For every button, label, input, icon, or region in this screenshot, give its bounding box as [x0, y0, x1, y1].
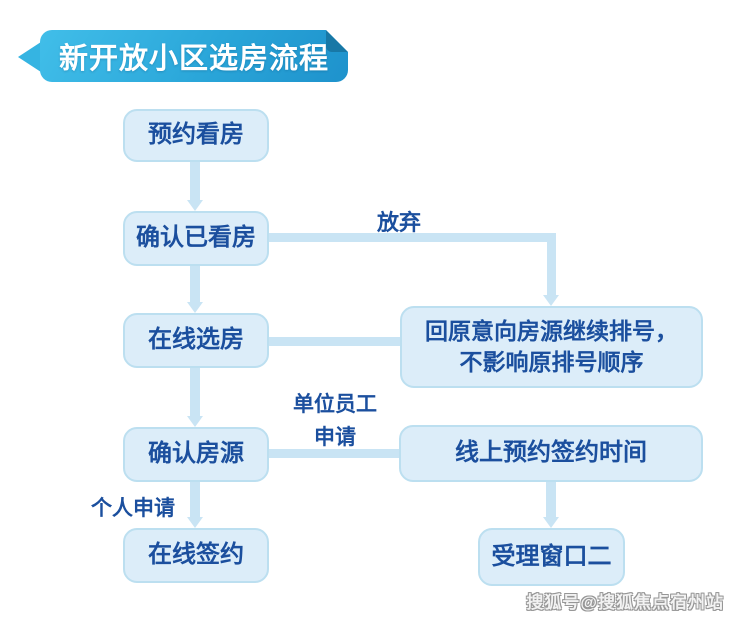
arrow-book-to-confirm: [187, 162, 203, 211]
abandon-arrowhead-icon: [543, 295, 559, 306]
edge-label-employee-line1: 单位员工: [293, 393, 377, 416]
ribbon-fold-icon: [326, 30, 348, 52]
edge-label-abandon: 放弃: [376, 210, 421, 235]
watermark: 搜狐号@搜狐焦点宿州站: [526, 593, 724, 612]
abandon-line-vertical: [547, 233, 556, 295]
node-online-selection: 在线选房: [123, 313, 269, 368]
ribbon-body: 新开放小区选房流程: [40, 30, 348, 82]
page-title: 新开放小区选房流程: [58, 43, 329, 75]
line-listing-to-appointment: [269, 449, 399, 458]
arrow-selection-to-listing: [187, 368, 203, 427]
edge-label-personal: 个人申请: [91, 497, 175, 520]
ribbon-notch-icon: [18, 40, 44, 74]
node-return-queue: 回原意向房源继续排号， 不影响原排号顺序: [400, 306, 703, 388]
node-return-queue-line1: 回原意向房源继续排号，: [425, 317, 678, 344]
node-online-appointment: 线上预约签约时间: [399, 425, 703, 482]
arrow-appointment-to-window: [543, 482, 559, 528]
node-return-queue-line2: 不影响原排号顺序: [459, 349, 644, 375]
node-confirm-viewed: 确认已看房: [123, 211, 269, 266]
node-service-window: 受理窗口二: [478, 528, 625, 586]
line-selection-to-return: [269, 337, 400, 346]
node-book-viewing: 预约看房: [123, 109, 269, 162]
edge-label-employee-line2: 申请: [314, 426, 356, 449]
title-ribbon: 新开放小区选房流程: [18, 30, 348, 82]
node-confirm-listing: 确认房源: [123, 427, 269, 482]
arrow-confirm-to-selection: [187, 266, 203, 313]
abandon-line-horizontal: [269, 233, 556, 242]
arrow-listing-to-signing: [187, 482, 203, 528]
node-online-signing: 在线签约: [123, 528, 269, 583]
